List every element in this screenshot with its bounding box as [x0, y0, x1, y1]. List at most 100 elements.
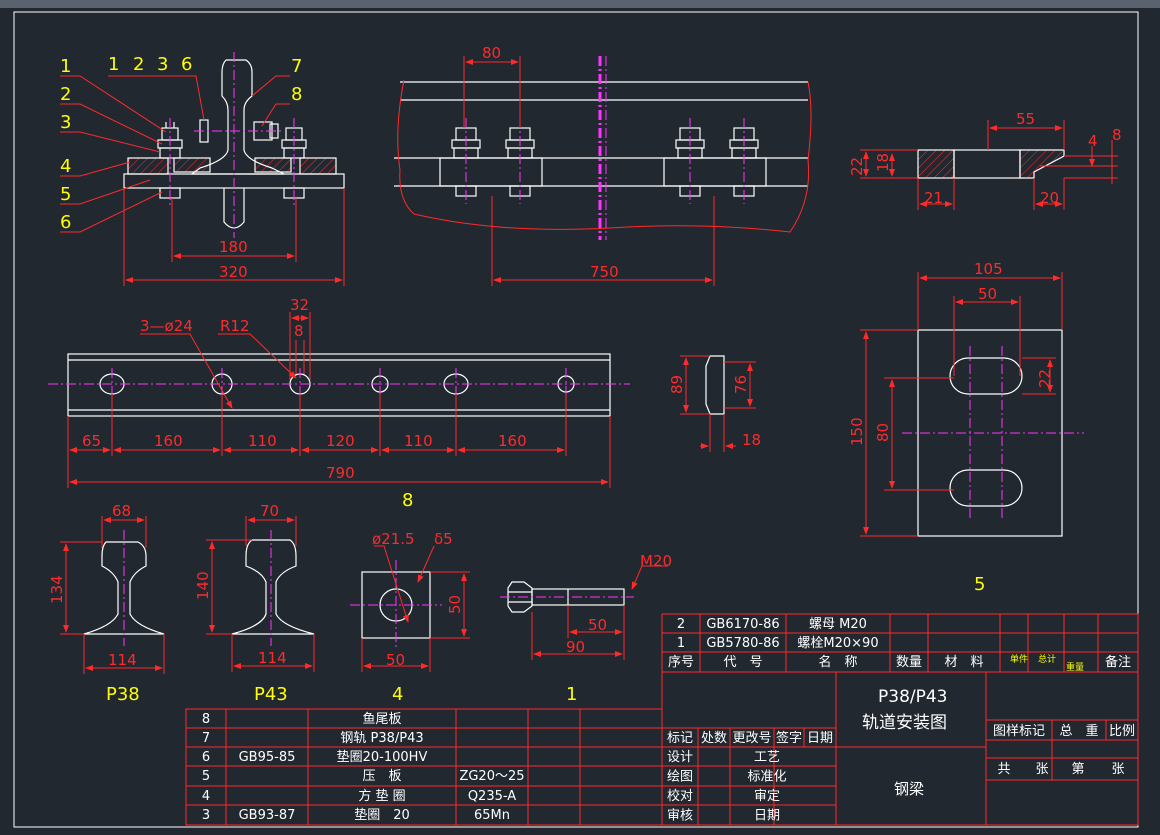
- parts-row-material: ZG20～25: [459, 769, 524, 784]
- dim-114-b: 114: [258, 649, 287, 667]
- parts-row-name: 垫圈 20: [354, 807, 410, 823]
- dim-hole-21-5: ø21.5: [372, 530, 415, 548]
- title-line-1: P38/P43: [878, 687, 948, 707]
- role-right: 工艺: [754, 750, 780, 765]
- title-block: [661, 671, 1139, 826]
- bom-header-qty: 数量: [896, 655, 922, 670]
- balloon-left-2: 2: [60, 84, 71, 105]
- role-left: 校对: [667, 788, 693, 804]
- title-line-2: 轨道安装图: [862, 713, 947, 733]
- sheet-label: 第: [1071, 762, 1084, 777]
- fishplate-center-lines: [48, 368, 630, 400]
- view-label-1: 1: [566, 684, 577, 705]
- role-left: 设计: [667, 750, 693, 765]
- bom-header-small: 单件 总计 重量: [1010, 653, 1084, 673]
- fishplate-side-dimensions: [680, 355, 756, 452]
- dim-r12: R12: [220, 317, 250, 335]
- assembly-section-view: [123, 59, 345, 229]
- mark-header: 图样标记: [993, 724, 1045, 739]
- dim-68: 68: [112, 502, 131, 520]
- parts-row-material: 65Mn: [474, 808, 510, 823]
- bom-row-no: 1: [677, 636, 685, 651]
- parts-row-material: Q235-A: [468, 789, 516, 804]
- dim-50-washer-h: 50: [446, 595, 464, 614]
- parts-row-no: 7: [202, 731, 210, 746]
- dim-76: 76: [732, 375, 750, 394]
- sheet-label: 张: [1111, 762, 1124, 777]
- parts-row-no: 3: [202, 808, 210, 823]
- bom-header-no: 序号: [668, 655, 694, 670]
- balloon-top-6: 6: [181, 54, 192, 75]
- dim-70: 70: [260, 502, 279, 520]
- dim-80: 80: [482, 44, 501, 62]
- dim-114-a: 114: [108, 651, 137, 669]
- rev-header: 标记: [667, 731, 693, 746]
- dim-50-bolt: 50: [588, 616, 607, 634]
- dim-134: 134: [48, 575, 66, 604]
- rev-header: 日期: [807, 731, 833, 746]
- dim-21: 21: [924, 189, 943, 207]
- sheet-label: 张: [1035, 762, 1048, 777]
- title-block-text: 标记处数更改号签字日期设计绘图校对审核工艺标准化审定日期图样标记总 重比例共张第…: [667, 723, 1135, 824]
- parts-row-code: GB93-87: [239, 808, 296, 823]
- bom-row-name: 螺栓M20×90: [797, 636, 878, 651]
- dim-m20: M20: [640, 552, 672, 570]
- bom-row-code: GB6170-86: [706, 617, 779, 632]
- dim-120: 120: [326, 432, 355, 450]
- bom-header-code: 代 号: [723, 655, 762, 670]
- view-label-p43: P43: [254, 684, 288, 705]
- bom-row-name: 螺母 M20: [809, 617, 867, 632]
- parts-table: [185, 708, 663, 826]
- balloon-top-1: 1: [108, 54, 119, 75]
- balloon-leaders: [60, 75, 290, 233]
- side-view-center-lines: [465, 56, 745, 240]
- rev-header: 处数: [701, 731, 727, 746]
- role-left: 绘图: [667, 770, 693, 785]
- dim-320: 320: [219, 263, 248, 281]
- assembly-center-lines: [169, 52, 295, 238]
- rev-header: 签字: [776, 730, 802, 746]
- dim-160-b: 160: [498, 432, 527, 450]
- parts-row-no: 6: [202, 750, 210, 765]
- pressing-plate-dimensions: [860, 120, 1118, 210]
- role-right: 标准化: [747, 770, 786, 785]
- washer-center-lines: [350, 560, 442, 650]
- dim-140: 140: [194, 571, 212, 600]
- bom-header-weight: 重量: [1066, 661, 1084, 673]
- view-label-4: 4: [392, 684, 403, 705]
- bom-row-no: 2: [677, 617, 685, 632]
- balloon-left-5: 5: [60, 184, 71, 205]
- view-label-p38: P38: [106, 684, 140, 705]
- balloon-top-3: 3: [157, 54, 168, 75]
- dim-delta-5: δ5: [434, 530, 453, 548]
- parts-row-code: GB95-85: [239, 750, 296, 765]
- balloon-labels: 1 2 3 4 5 6 1 2 3 6 7 8: [60, 54, 302, 233]
- view-label-8: 8: [402, 490, 413, 511]
- mark-header: 比例: [1109, 724, 1135, 739]
- parts-row-name: 方 垫 圈: [358, 788, 405, 804]
- parts-row-no: 4: [202, 789, 210, 804]
- dim-110-b: 110: [404, 432, 433, 450]
- sheet-label: 共: [997, 762, 1010, 777]
- dim-20: 20: [1040, 189, 1059, 207]
- dim-55: 55: [1016, 110, 1035, 128]
- dim-8-fishplate: 8: [294, 322, 304, 340]
- bom-header-remark: 备注: [1105, 654, 1131, 670]
- assembly-dimensions: [123, 188, 345, 286]
- dim-150: 150: [848, 417, 866, 446]
- dim-22: 22: [848, 157, 866, 176]
- dim-18: 18: [874, 153, 892, 172]
- role-right: 审定: [754, 789, 780, 804]
- title-material: 钢梁: [894, 780, 924, 798]
- bom-row-code: GB5780-86: [706, 636, 779, 651]
- role-right: 日期: [754, 809, 780, 824]
- pressing-plate-section: [917, 149, 1065, 179]
- profile-center-lines: [123, 530, 272, 646]
- profile-dimensions: [60, 516, 315, 674]
- bolt-dimensions: [531, 565, 668, 660]
- dim-holes: 3—ø24: [140, 317, 193, 335]
- parts-row-name: 压 板: [362, 769, 401, 784]
- fishplate-dimensions: [67, 312, 611, 488]
- balloon-right-8: 8: [291, 84, 302, 105]
- plate-5-dimensions: [860, 272, 1063, 537]
